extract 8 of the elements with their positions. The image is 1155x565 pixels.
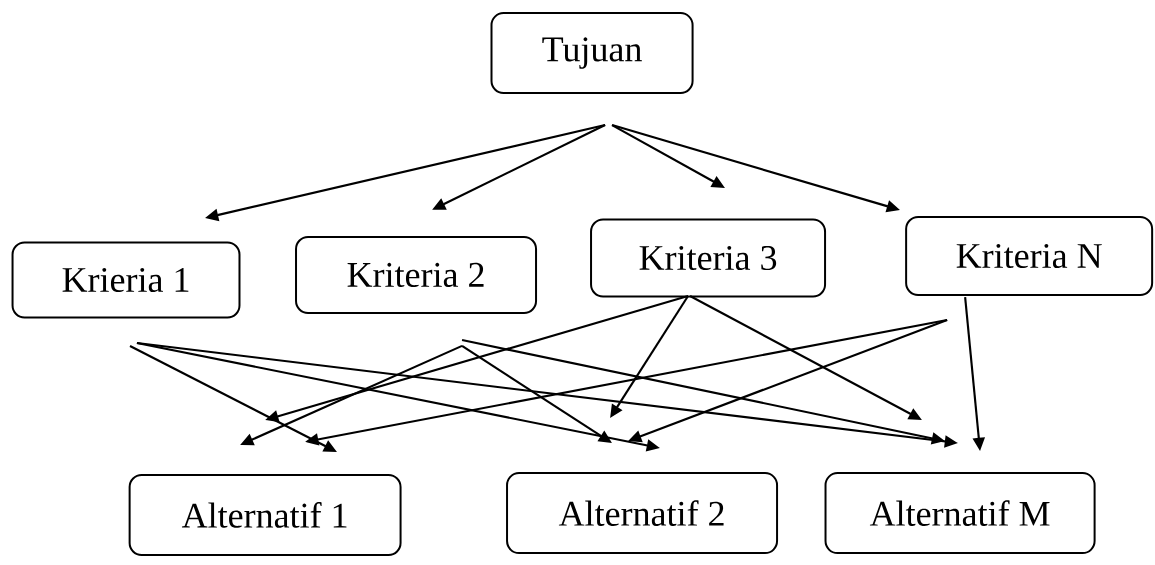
rounded-box: Krieria 1 [11, 241, 241, 319]
rounded-box: Alternatif 2 [506, 472, 779, 555]
rounded-box: Alternatif M [824, 472, 1096, 555]
rounded-box: Tujuan [490, 12, 694, 95]
rounded-box: Alternatif 1 [128, 473, 402, 556]
rounded-box: Kriteria 2 [295, 235, 538, 314]
rounded-box: Kriteria N [905, 215, 1154, 296]
rounded-box: Kriteria 3 [590, 218, 827, 298]
